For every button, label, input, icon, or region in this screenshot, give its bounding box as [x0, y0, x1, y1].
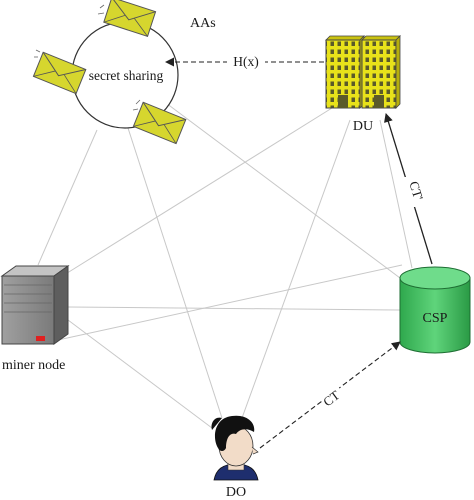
ct-prime-label: CT' [406, 179, 426, 202]
edge-miner-csp [67, 306, 401, 311]
envelope-icon [103, 0, 157, 38]
edge-du-do [241, 119, 351, 419]
edge-ss-miner [37, 129, 98, 266]
server-led [36, 336, 45, 341]
du-label: DU [353, 119, 373, 134]
ct-label-bg [319, 384, 347, 412]
network-lines [37, 99, 413, 429]
hx-label: H(x) [233, 54, 259, 69]
hx-label-bg [227, 53, 265, 69]
aas-label: AAs [190, 16, 216, 31]
edge-ss-csp [161, 99, 401, 279]
edge-du-miner [63, 107, 333, 276]
ct-prime-label-bg [400, 177, 416, 207]
ct-arrow [259, 341, 401, 449]
miner-node-label: miner node [2, 358, 65, 373]
envelope-sparkles [34, 4, 141, 111]
edge-du-csp [379, 119, 413, 269]
building-icon [325, 35, 401, 109]
envelope-icon [32, 51, 87, 95]
csp-label: CSP [423, 311, 448, 326]
do-label: DO [226, 485, 246, 500]
secret-sharing-label: secret sharing [89, 68, 164, 83]
person-icon [211, 415, 259, 481]
edge-miner-do [67, 319, 213, 429]
envelope-icon [132, 101, 187, 145]
server-icon [0, 265, 70, 345]
edge-ss-do [127, 127, 223, 419]
edge-miner-csp-cross [57, 264, 403, 341]
database-cylinder-icon [399, 266, 471, 354]
